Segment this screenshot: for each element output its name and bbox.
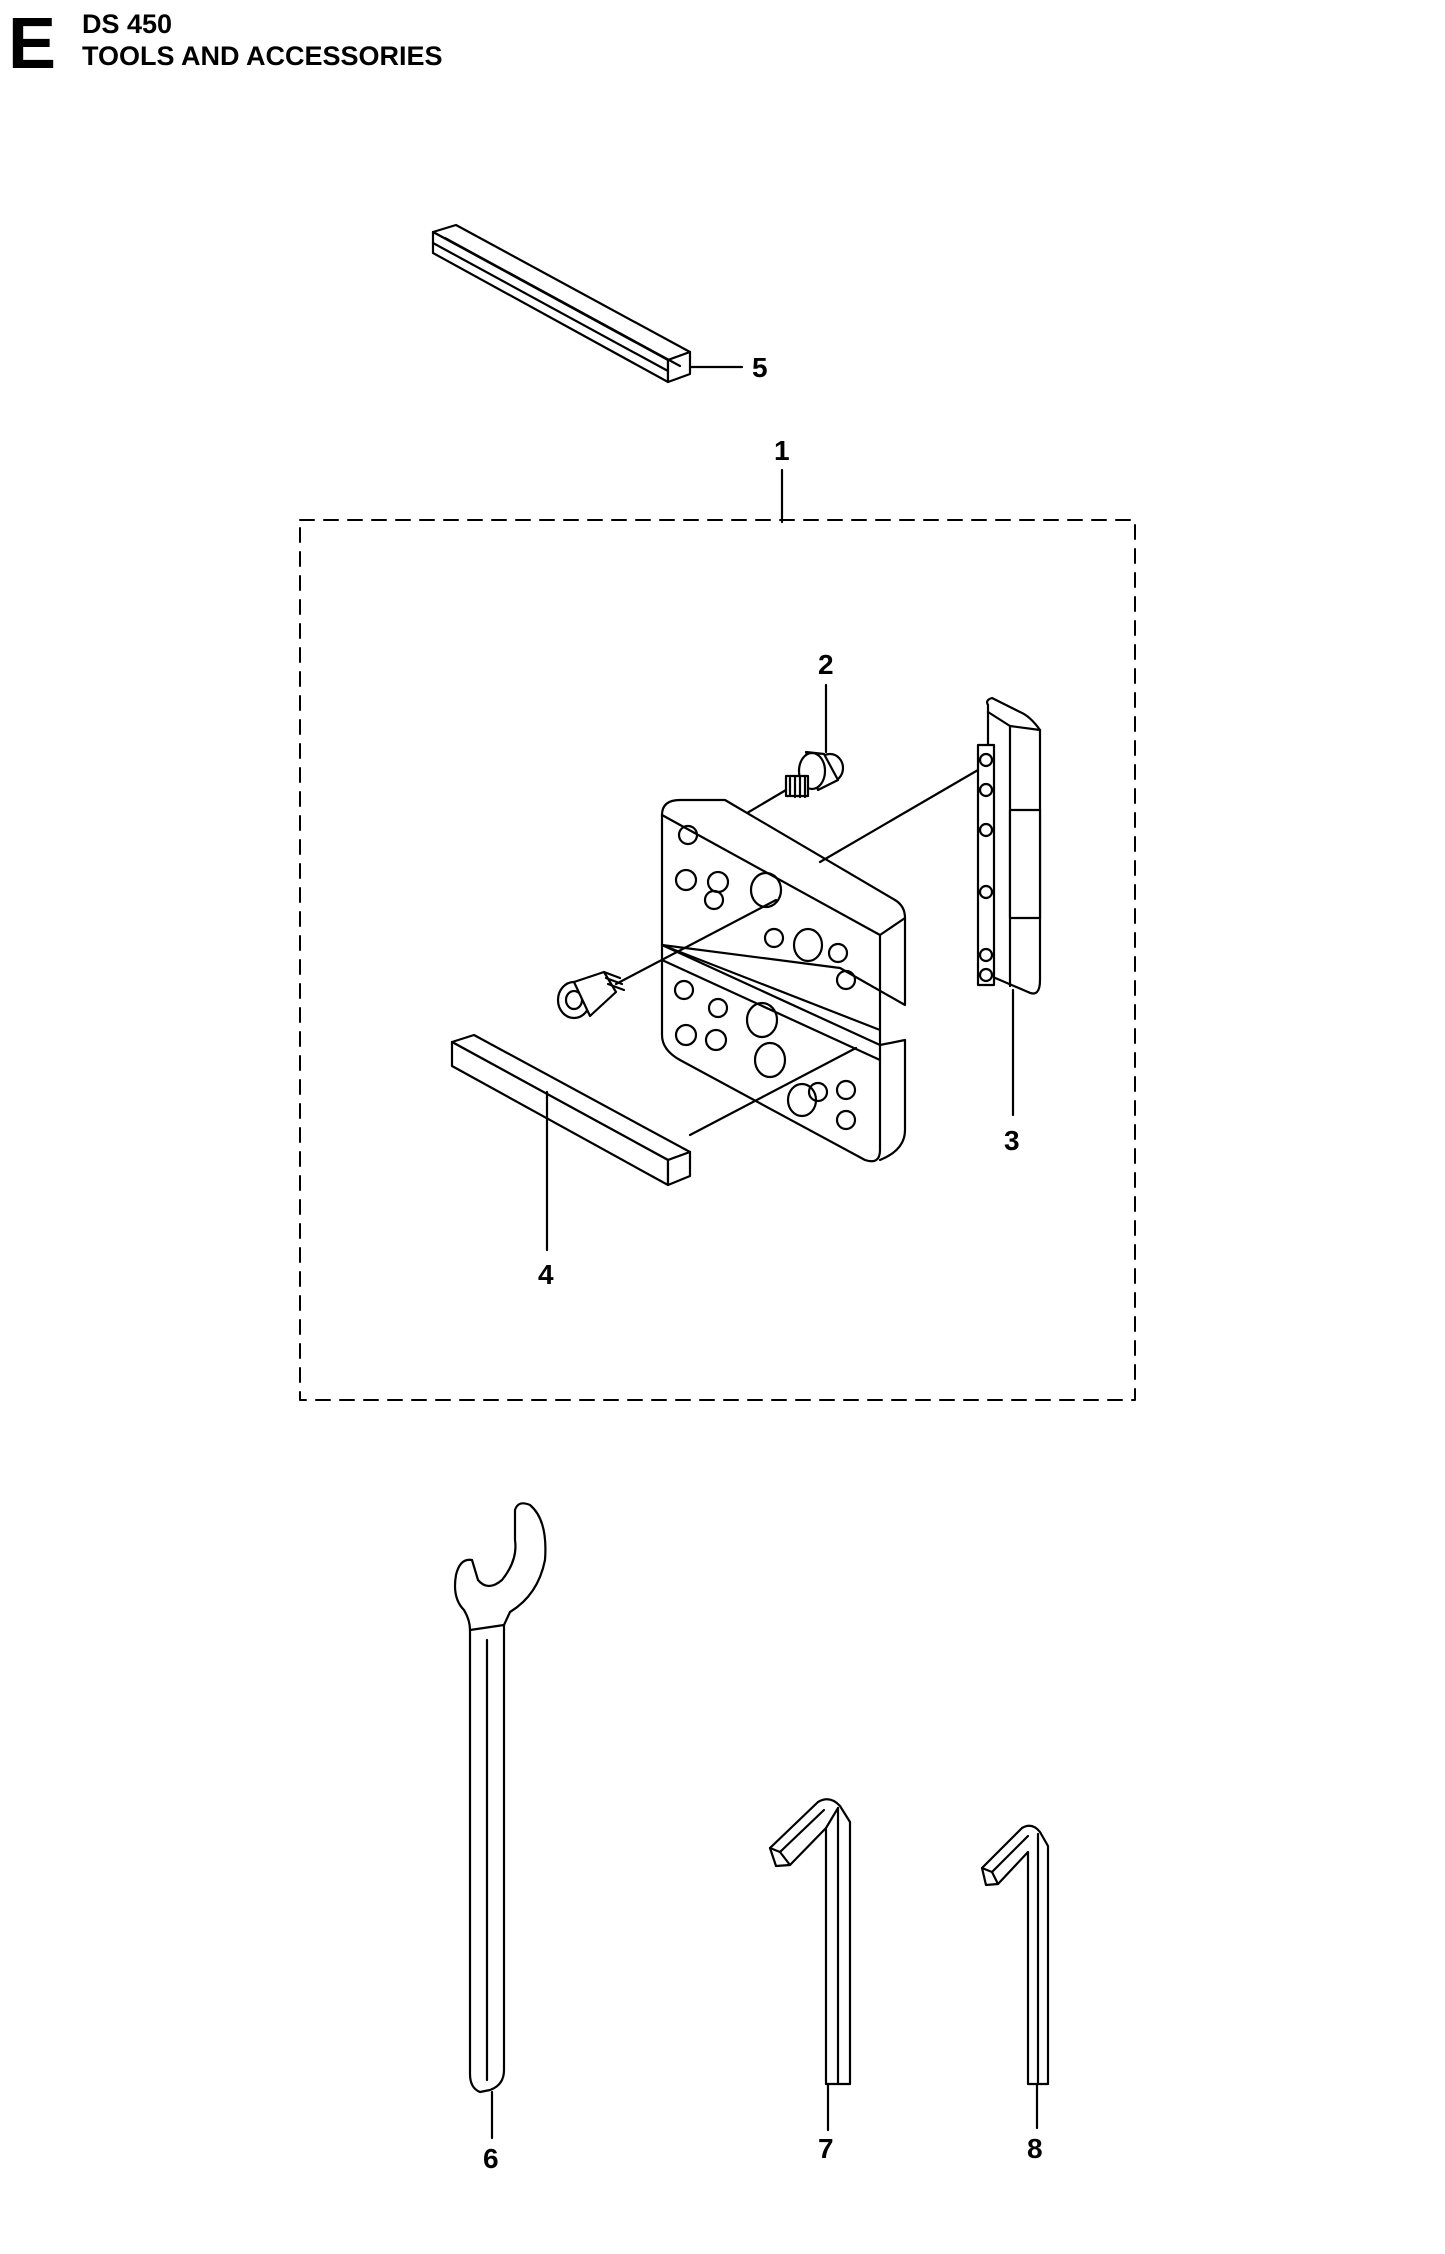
callout-1: 1 bbox=[774, 435, 790, 466]
page-title: TOOLS AND ACCESSORIES bbox=[82, 41, 443, 71]
callout-2: 2 bbox=[818, 649, 834, 680]
part-7-hex-key bbox=[768, 1798, 852, 2086]
callout-8: 8 bbox=[1027, 2133, 1043, 2164]
callout-6: 6 bbox=[483, 2143, 499, 2174]
part-4-key-bar bbox=[450, 1033, 692, 1187]
section-letter: E bbox=[8, 4, 57, 84]
model-name: DS 450 bbox=[82, 9, 173, 39]
clamp-plate-upper bbox=[660, 798, 907, 1032]
leader-2b bbox=[740, 788, 788, 818]
part-8-hex-key bbox=[980, 1824, 1050, 2086]
callout-3: 3 bbox=[1004, 1125, 1020, 1156]
clamp-plate-lower bbox=[660, 943, 907, 1163]
part-2-screw bbox=[784, 750, 845, 799]
leader-3-link bbox=[818, 768, 980, 864]
callout-5: 5 bbox=[752, 352, 768, 383]
callout-4: 4 bbox=[538, 1259, 554, 1290]
part-2-screw-second bbox=[556, 970, 626, 1020]
callout-7: 7 bbox=[818, 2133, 834, 2164]
part-6-wrench bbox=[453, 1502, 547, 2094]
part-5-key-bar bbox=[431, 223, 692, 384]
part-3-guide-rail bbox=[976, 696, 1042, 995]
leader-screw2 bbox=[614, 898, 778, 986]
kit-boundary bbox=[299, 519, 1136, 1401]
leader-4-link bbox=[688, 1046, 858, 1137]
